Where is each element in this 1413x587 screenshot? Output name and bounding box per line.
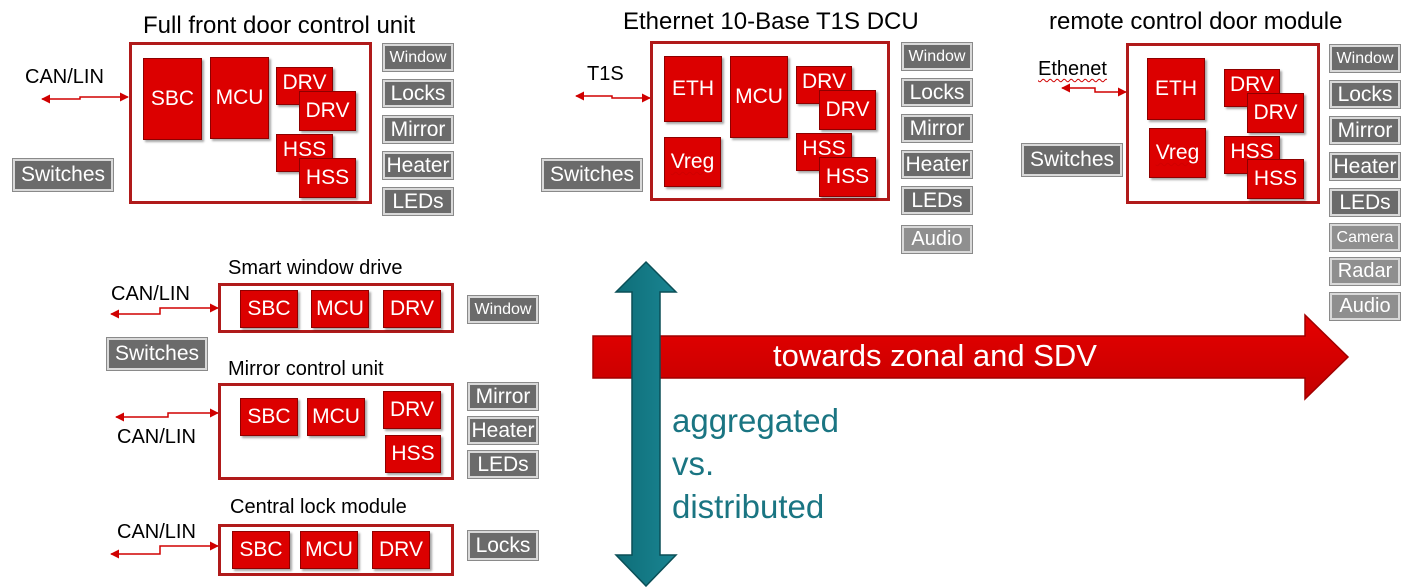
ethernet-dcu-vreg-chip: Vreg	[664, 137, 721, 187]
ethernet-dcu-title: Ethernet 10-Base T1S DCU	[623, 8, 919, 35]
ethernet-dcu-audio: Audio	[902, 226, 972, 253]
vs-label: vs.	[672, 445, 715, 482]
towards-zonal-arrow	[592, 313, 1350, 401]
mirror-unit-drv-chip: DRV	[383, 391, 441, 429]
mirror-unit-bus-label: CAN/LIN	[117, 426, 196, 448]
remote-module-radar: Radar	[1330, 258, 1400, 285]
ethernet-dcu-window: Window	[902, 43, 972, 70]
full-front-drv-chip-2: DRV	[299, 91, 356, 131]
towards-zonal-label: towards zonal and SDV	[773, 338, 1097, 373]
smart-window-sbc-chip: SBC	[240, 290, 298, 328]
full-front-hss-chip-2: HSS	[299, 158, 356, 198]
mirror-unit-mirror: Mirror	[468, 383, 538, 410]
remote-module-switches: Switches	[1022, 144, 1122, 176]
ethernet-dcu-mirror: Mirror	[902, 115, 972, 142]
ethernet-dcu-leds: LEDs	[902, 187, 972, 214]
lock-module-sbc-chip: SBC	[232, 531, 290, 569]
remote-module-hss-chip-2: HSS	[1247, 159, 1304, 199]
smart-window-drv-chip: DRV	[383, 290, 441, 328]
remote-module-title: remote control door module	[1049, 8, 1343, 35]
aggregated-distributed-arrow	[614, 260, 678, 587]
remote-module-eth-chip: ETH	[1147, 58, 1205, 120]
remote-module-vreg-label: Vreg	[1155, 141, 1200, 164]
mirror-unit-title: Mirror control unit	[228, 358, 384, 380]
mirror-unit-sbc-chip: SBC	[240, 398, 298, 436]
full-front-window: Window	[383, 44, 453, 71]
ethernet-dcu-eth-chip: ETH	[664, 56, 722, 122]
aggregated-label: aggregated	[672, 402, 839, 439]
bus-arrows	[41, 83, 1127, 559]
full-front-sbc-chip: SBC	[143, 58, 202, 140]
ethernet-dcu-bus-label: T1S	[587, 63, 624, 85]
remote-module-heater: Heater	[1330, 153, 1400, 180]
remote-module-window: Window	[1330, 45, 1400, 72]
ethernet-dcu-hss-chip-2: HSS	[819, 157, 876, 197]
remote-module-leds: LEDs	[1330, 189, 1400, 216]
remote-module-drv-chip-1: DRV	[1224, 69, 1280, 107]
mirror-unit-leds: LEDs	[468, 451, 538, 478]
ethernet-dcu-vreg-label: Vreg	[670, 150, 715, 173]
distributed-label: distributed	[672, 488, 825, 525]
remote-module-vreg-chip: Vreg	[1149, 128, 1206, 178]
full-front-title: Full front door control unit	[143, 12, 416, 39]
smart-window-title: Smart window drive	[228, 257, 403, 279]
ethernet-dcu-locks: Locks	[902, 79, 972, 106]
remote-module-drv-chip-2: DRV	[1247, 93, 1304, 133]
mirror-unit-mcu-chip: MCU	[307, 398, 365, 436]
full-front-mirror: Mirror	[383, 116, 453, 143]
lock-module-locks: Locks	[468, 531, 538, 560]
remote-module-camera: Camera	[1330, 224, 1400, 251]
smart-window-bus-label: CAN/LIN	[111, 283, 190, 305]
mirror-unit-heater: Heater	[468, 417, 538, 444]
full-front-locks: Locks	[383, 80, 453, 107]
ethernet-dcu-mcu-chip: MCU	[730, 56, 788, 138]
smart-window-mcu-chip: MCU	[311, 290, 369, 328]
remote-module-bus-label: Ethenet	[1038, 58, 1107, 81]
distributed-switches: Switches	[107, 338, 207, 370]
ethernet-dcu-heater: Heater	[902, 151, 972, 178]
ethernet-dcu-switches: Switches	[542, 159, 642, 191]
remote-module-audio: Audio	[1330, 293, 1400, 320]
ethernet-dcu-drv-chip-2: DRV	[819, 90, 876, 130]
smart-window-window: Window	[468, 296, 538, 323]
remote-module-locks: Locks	[1330, 81, 1400, 108]
full-front-bus-label: CAN/LIN	[25, 66, 104, 88]
remote-module-mirror: Mirror	[1330, 117, 1400, 144]
lock-module-mcu-chip: MCU	[300, 531, 358, 569]
lock-module-bus-label: CAN/LIN	[117, 521, 196, 543]
mirror-unit-hss-chip: HSS	[385, 435, 441, 473]
full-front-mcu-chip: MCU	[210, 57, 269, 139]
lock-module-drv-chip: DRV	[372, 531, 430, 569]
full-front-heater: Heater	[383, 152, 453, 179]
full-front-switches: Switches	[13, 159, 113, 191]
lock-module-title: Central lock module	[230, 496, 407, 518]
full-front-leds: LEDs	[383, 188, 453, 215]
remote-module-bus-text: Ethenet	[1038, 58, 1107, 80]
